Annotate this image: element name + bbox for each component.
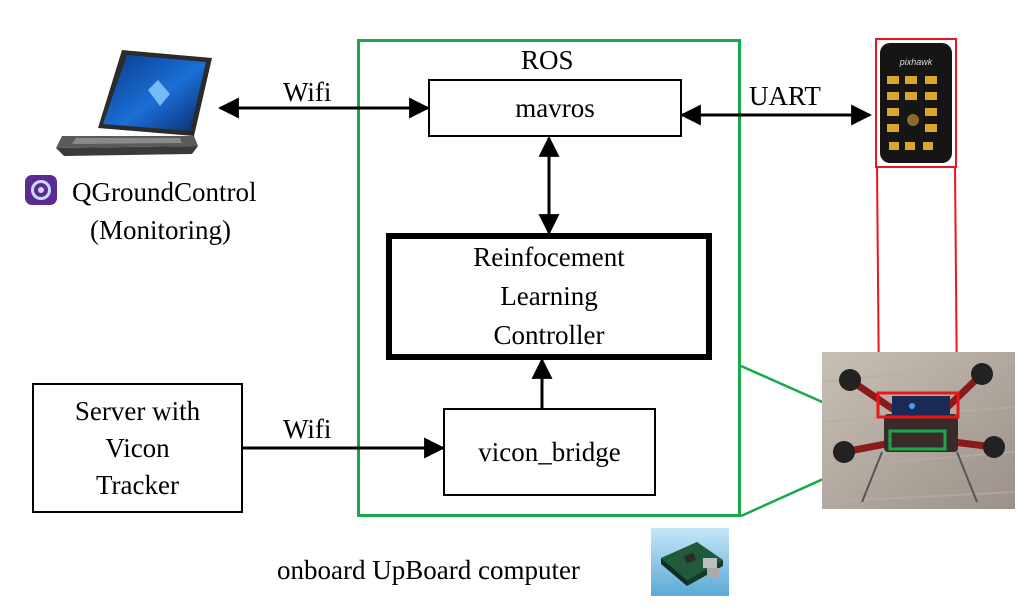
mavros-label: mavros [515,93,595,123]
pixhawk-highlight [876,391,960,419]
vicon-bridge-label: vicon_bridge [478,437,621,467]
upboard-label: onboard UpBoard computer [277,555,580,585]
rl-controller-line-2: Learning [500,281,598,311]
ros-container [357,39,741,517]
qgc-label-line-1: QGroundControl [72,177,257,207]
drone-photo [822,352,1015,509]
server-line-1: Server with [74,395,201,426]
mavros-node: mavros [428,79,682,137]
upboard-computer-icon [651,528,729,596]
upboard-highlight [888,429,947,451]
vicon-bridge-node: vicon_bridge [443,408,656,496]
wifi-bottom-label: Wifi [283,414,332,444]
ros-label: ROS [521,45,574,75]
qgroundcontrol-icon [25,175,57,205]
pixhawk-board: pixhawk [875,38,957,168]
uart-label: UART [749,81,821,111]
server-line-3: Tracker [96,469,179,500]
qgc-label-line-2: (Monitoring) [90,215,231,245]
laptop-icon [56,50,212,156]
rl-controller-line-1: Reinfocement [473,242,625,272]
pixhawk-logo: pixhawk [899,57,933,67]
vicon-server-node: Server with Vicon Tracker [32,383,243,513]
wifi-top-label: Wifi [283,77,332,107]
rl-controller-line-3: Controller [493,320,605,350]
rl-controller-node: Reinfocement Learning Controller [386,233,712,360]
server-line-2: Vicon [105,432,170,463]
